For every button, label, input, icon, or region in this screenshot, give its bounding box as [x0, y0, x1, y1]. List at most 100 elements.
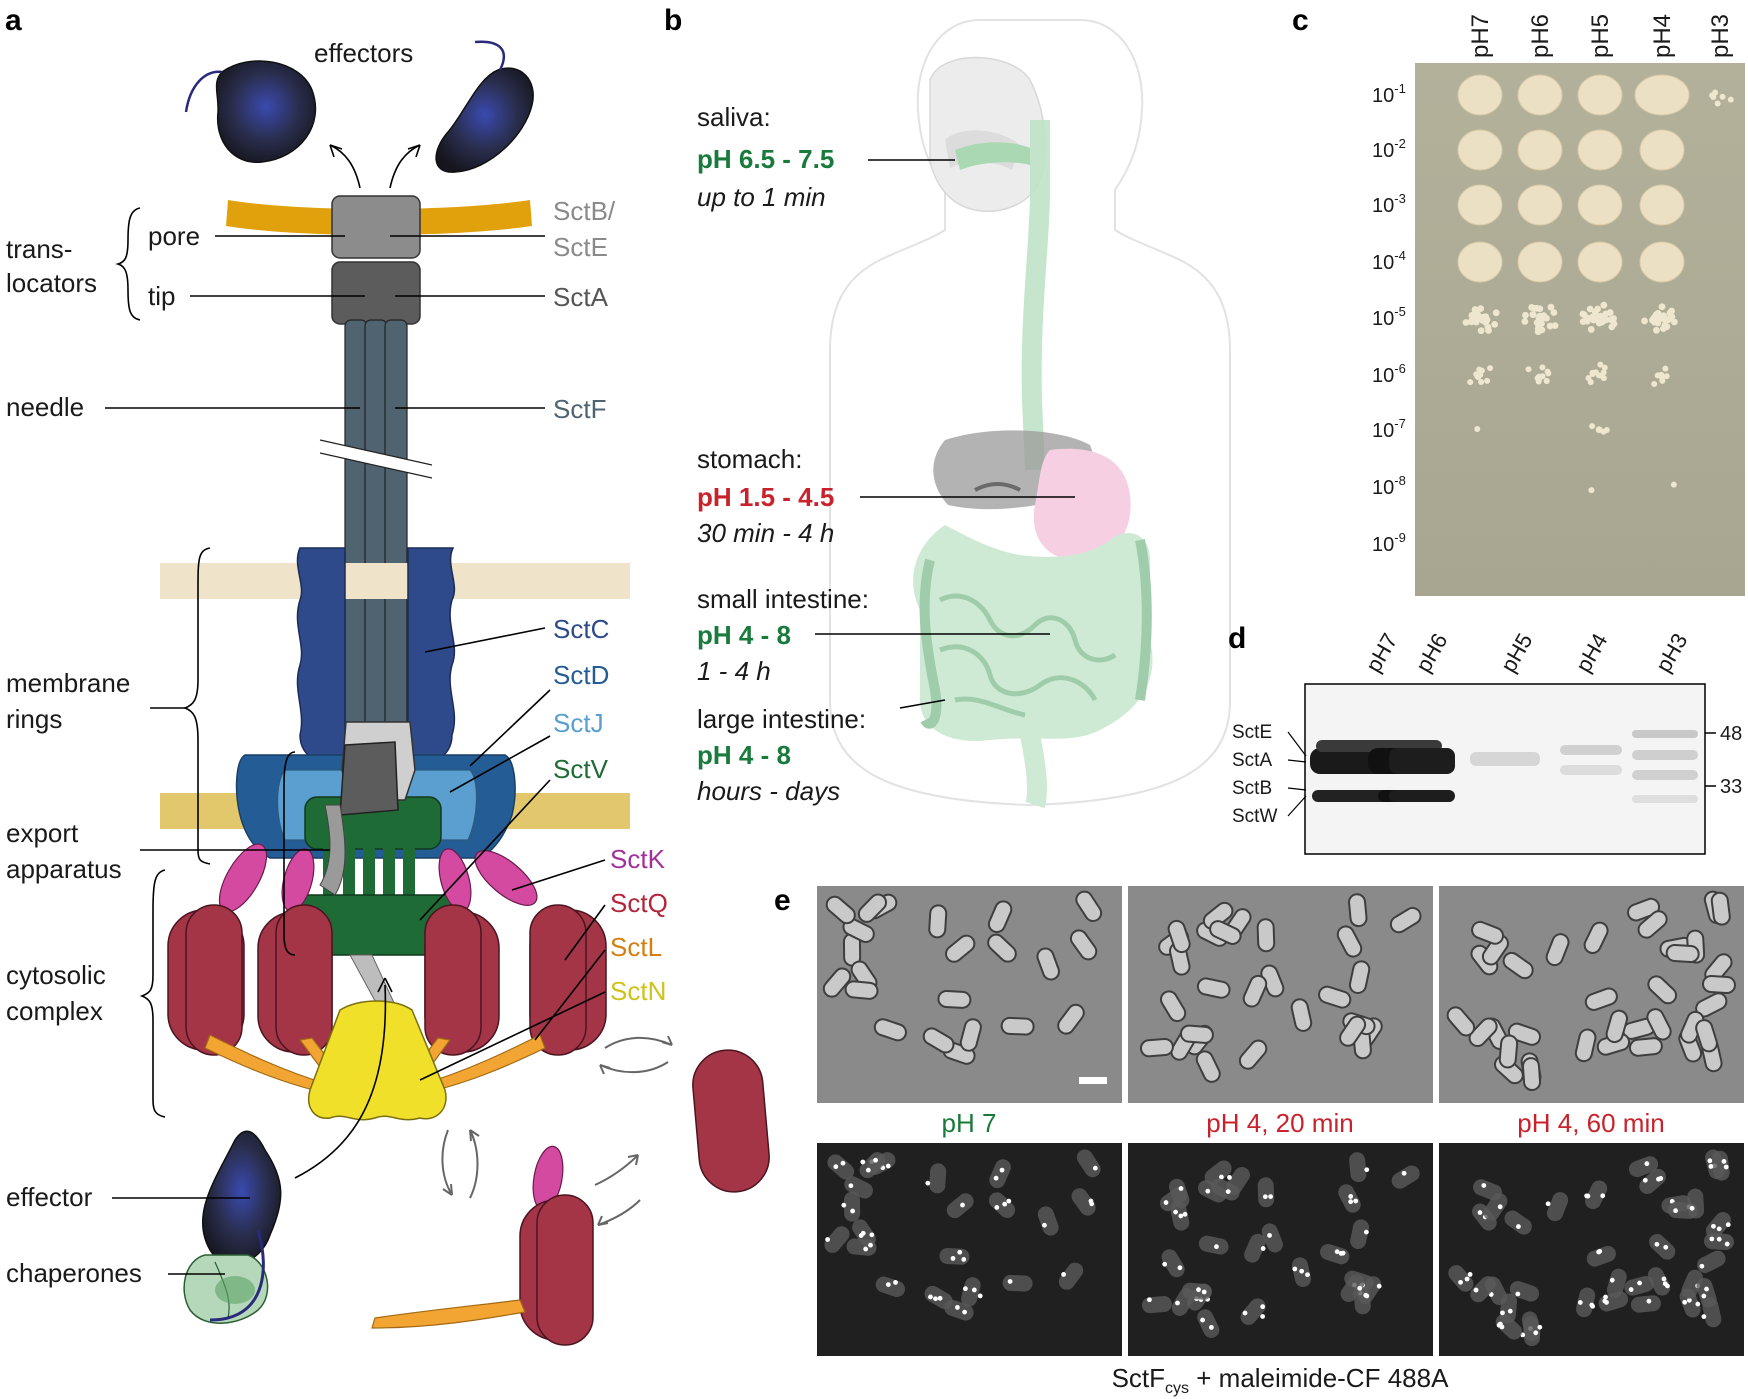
needle-spot [957, 1249, 963, 1255]
free-sctq-1 [692, 1049, 770, 1193]
label-saliva: saliva: [697, 102, 771, 132]
cell-brightfield [1389, 906, 1422, 934]
label-locators: locators [6, 268, 97, 298]
colony [1477, 305, 1485, 313]
plate-col-label: pH4 [1649, 14, 1676, 58]
needle-spot [1061, 1272, 1066, 1277]
colony [1719, 93, 1726, 100]
panel-b: b saliva: pH 6.5 - 7.5 up to 1 min stoma… [664, 4, 1231, 809]
needle-spot [1262, 1194, 1268, 1200]
needle-spot [1500, 1310, 1505, 1316]
needle-spot [962, 1309, 968, 1315]
plate-col-label: pH6 [1527, 14, 1554, 58]
label-small-intestine: small intestine: [697, 584, 869, 614]
colony [1547, 303, 1555, 311]
needle-spot [1533, 1330, 1539, 1336]
fluorescence-ph4-60 [1439, 1143, 1744, 1356]
colony [1601, 364, 1608, 371]
cell-brightfield [959, 1018, 982, 1052]
needle-spot [1363, 1229, 1369, 1235]
needle-spot [869, 1232, 875, 1238]
needle-spot [1175, 1300, 1180, 1306]
cell-fluorescence [946, 1193, 974, 1219]
cell-brightfield [1521, 1057, 1542, 1092]
colony [1586, 305, 1594, 313]
label-effector: effector [6, 1182, 93, 1212]
cell-fluorescence [1470, 1276, 1496, 1303]
cell-brightfield [1057, 1003, 1085, 1035]
needle-spot [1637, 1280, 1642, 1286]
cell-brightfield [1036, 947, 1060, 981]
cell-fluorescence [1483, 1193, 1508, 1221]
cell-fluorescence [827, 1154, 855, 1180]
cell-fluorescence [1197, 1309, 1220, 1338]
panel-e: e pH 7 pH 4, 20 min pH 4, 60 min SctFcys… [774, 884, 1744, 1397]
needle-spot [1481, 1183, 1487, 1188]
colony [1533, 304, 1541, 312]
cell-brightfield [1000, 1016, 1035, 1036]
cell-brightfield [822, 967, 852, 998]
cell-fluorescence [1473, 1179, 1503, 1201]
gate-dark [339, 741, 399, 816]
cell-brightfield [1238, 1039, 1268, 1070]
needle-spot [1716, 1226, 1722, 1232]
cell-brightfield [1167, 919, 1191, 954]
cell-brightfield [1256, 918, 1276, 953]
cell-brightfield [1695, 1019, 1718, 1053]
needle-spot [1609, 1277, 1615, 1283]
label-large-ph: pH 4 - 8 [697, 740, 791, 770]
plate-row-labels: 10-110-210-310-410-510-610-710-810-9 [1372, 81, 1406, 556]
blot-band-label: SctA [1232, 750, 1272, 771]
colony [1595, 426, 1602, 433]
cell-fluorescence [1257, 1177, 1275, 1208]
label-needle: needle [6, 392, 84, 422]
colony [1602, 310, 1610, 318]
colony [1467, 379, 1474, 386]
colony [1660, 313, 1667, 321]
condition-ph4-60min: pH 4, 60 min [1517, 1108, 1664, 1138]
needle-spot [1686, 1297, 1692, 1303]
needle-spot [1260, 1304, 1266, 1310]
cell-brightfield [1471, 920, 1504, 945]
needle-spot [1201, 1289, 1207, 1295]
needle-spot [1628, 1287, 1634, 1292]
colony [1670, 318, 1678, 326]
needle-spot [1537, 1324, 1543, 1330]
needle-spot [1716, 1236, 1722, 1242]
cell-fluorescence [1350, 1219, 1370, 1250]
needle-spot [850, 1208, 856, 1214]
plate-row-label: 10-2 [1372, 136, 1406, 162]
cell-fluorescence [1320, 1244, 1350, 1265]
plate-row-label: 10-9 [1372, 530, 1406, 556]
colony [1484, 377, 1491, 384]
colony-spot [1577, 74, 1623, 116]
needle-spot [963, 1286, 968, 1292]
cell-brightfield [1195, 1050, 1221, 1083]
needle-spot [893, 1280, 898, 1285]
colony [1521, 318, 1529, 325]
colony-spot [1639, 241, 1685, 283]
blot-lane-label: pH5 [1496, 629, 1538, 676]
label-pore: pore [148, 221, 200, 251]
needle-sctf [319, 319, 433, 759]
label-stomach-time: 30 min - 4 h [697, 518, 834, 548]
needle-spot [1196, 1287, 1201, 1293]
cell-fluorescence [1058, 1262, 1084, 1290]
label-tip: tip [148, 281, 175, 311]
cell-brightfield [1545, 933, 1570, 967]
needle-spot [1507, 1308, 1513, 1314]
cell-brightfield [1348, 960, 1371, 995]
needle-spot [1665, 1283, 1670, 1289]
secretin-sctc [296, 547, 456, 759]
label-apparatus: apparatus [6, 854, 122, 884]
needle-spot [1219, 1174, 1224, 1180]
needle-spot [1214, 1244, 1219, 1250]
needle-spot [925, 1180, 931, 1186]
needle-spot [1709, 1236, 1715, 1242]
needle-spot [994, 1204, 1000, 1210]
needle-spot [1708, 1164, 1714, 1169]
needle-spot [1007, 1279, 1013, 1284]
